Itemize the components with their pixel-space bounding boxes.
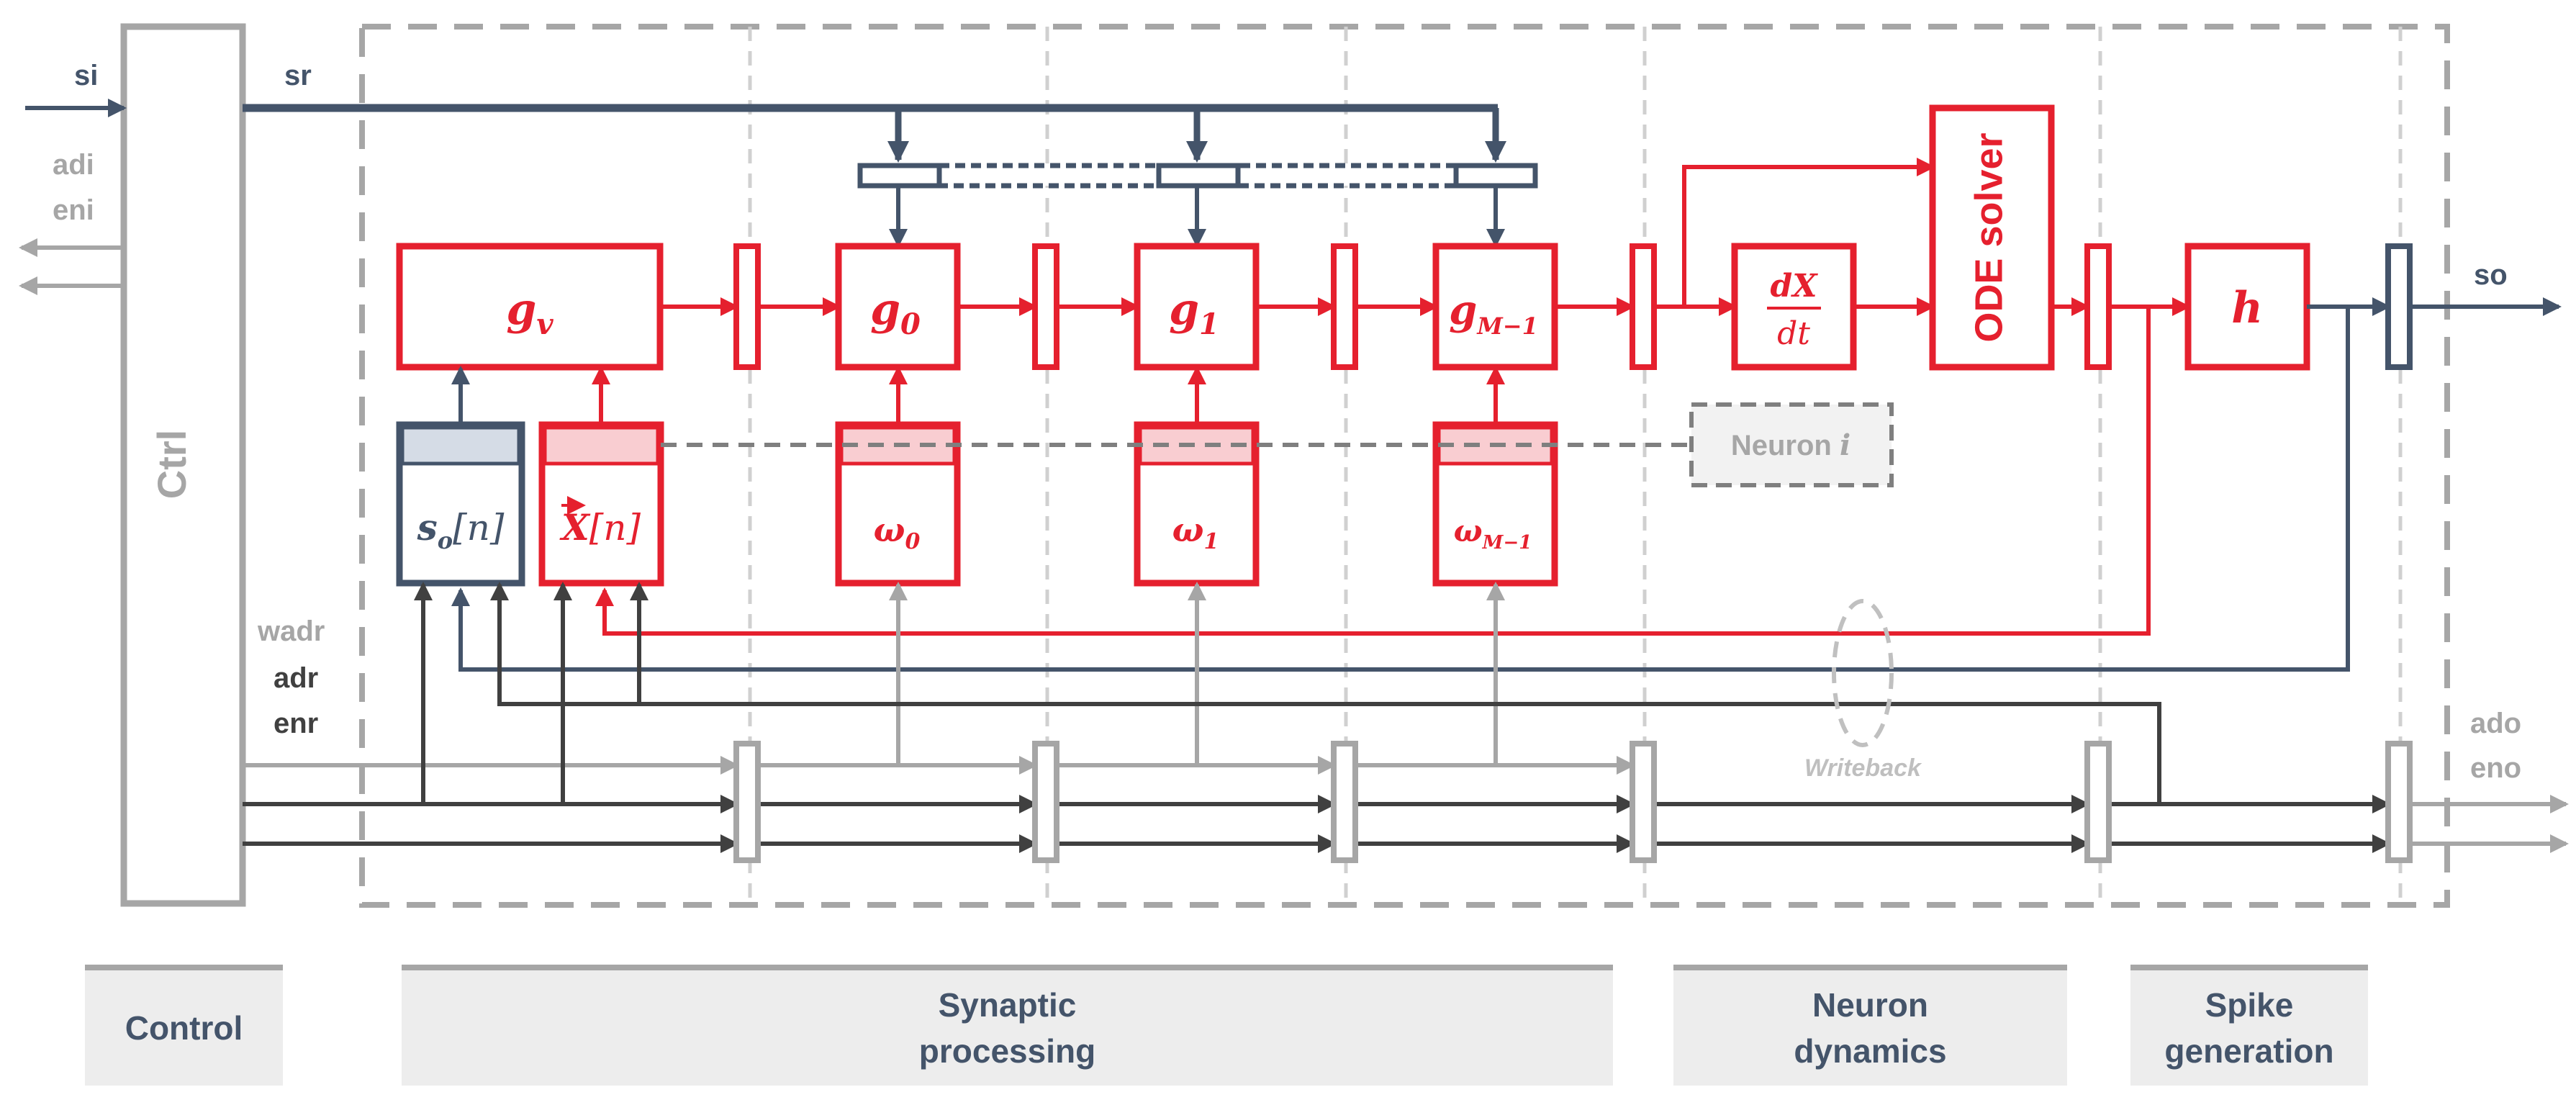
so-memory-label: so[n]	[417, 506, 505, 554]
pipe-reg-2	[1032, 243, 1059, 370]
section-neuron-label: Neuron dynamics	[1794, 986, 1947, 1070]
neuron-i-label: Neuron i	[1731, 428, 1850, 462]
writeback-label: Writeback	[1804, 754, 1922, 782]
so-label: so	[2474, 259, 2508, 291]
g0-label: g0	[870, 284, 921, 341]
pipe-reg-5	[2084, 243, 2112, 370]
w1-label: ω1	[1172, 510, 1219, 554]
sr-register-outputs	[889, 186, 1505, 248]
pipe-reg-1	[733, 243, 761, 370]
section-spike: Spike generation	[2130, 965, 2368, 1086]
section-synaptic-label: Synaptic processing	[918, 986, 1096, 1070]
section-control-label: Control	[125, 1009, 243, 1047]
section-synaptic: Synaptic processing	[402, 965, 1613, 1086]
section-control: Control	[85, 965, 283, 1086]
wadr-bus	[243, 582, 2569, 853]
mem-up-arrows	[592, 366, 1505, 425]
eni-label: eni	[53, 194, 94, 226]
so-memory-header	[400, 425, 521, 466]
ode-solver-label: ODE solver	[1967, 132, 2010, 342]
neuron-i-box	[1689, 402, 1894, 487]
writeback-marker	[1832, 599, 1894, 747]
dxdt-numerator: dX	[1771, 268, 1819, 305]
dxdt-denominator: dt	[1777, 315, 1810, 352]
adi-label: adi	[53, 149, 94, 181]
gv-label: gv	[506, 284, 553, 341]
h-label: h	[2231, 283, 2263, 333]
wm-label: ωM−1	[1454, 513, 1532, 554]
w0-label: ω0	[874, 510, 921, 554]
gm-label: gM−1	[1449, 287, 1538, 340]
lower-pipe-regs	[733, 741, 2413, 863]
sr-register-taps	[857, 163, 1538, 189]
pipe-reg-3	[1331, 243, 1358, 370]
x-memory-header	[543, 425, 660, 466]
adr-label: adr	[274, 662, 318, 694]
ctrl-block	[120, 23, 246, 907]
adr-enr-bus	[243, 582, 2391, 853]
pipe-reg-4	[1630, 243, 1657, 370]
pipeline-boundary	[359, 24, 2450, 908]
gm-block	[1432, 243, 1558, 371]
h-block	[2184, 243, 2310, 371]
sr-label: sr	[284, 60, 312, 91]
x-memory-label: X[n]	[559, 506, 641, 549]
eno-label: eno	[2470, 752, 2521, 784]
sr-drops	[887, 108, 1506, 163]
ctrl-label: Ctrl	[149, 430, 194, 499]
si-label: si	[74, 60, 98, 91]
ado-label: ado	[2470, 708, 2521, 739]
gv-block	[396, 243, 664, 371]
red-pipeline-arrows	[595, 158, 2191, 636]
section-spike-label: Spike generation	[2164, 986, 2334, 1070]
output-reg	[2385, 243, 2413, 370]
enr-label: enr	[274, 708, 318, 739]
g1-label: g1	[1169, 284, 1219, 341]
stage-separators	[748, 27, 2403, 905]
so-path	[451, 297, 2562, 672]
section-neuron: Neuron dynamics	[1673, 965, 2067, 1086]
wadr-label: wadr	[257, 615, 325, 647]
ode-solver-block	[1929, 104, 2055, 371]
